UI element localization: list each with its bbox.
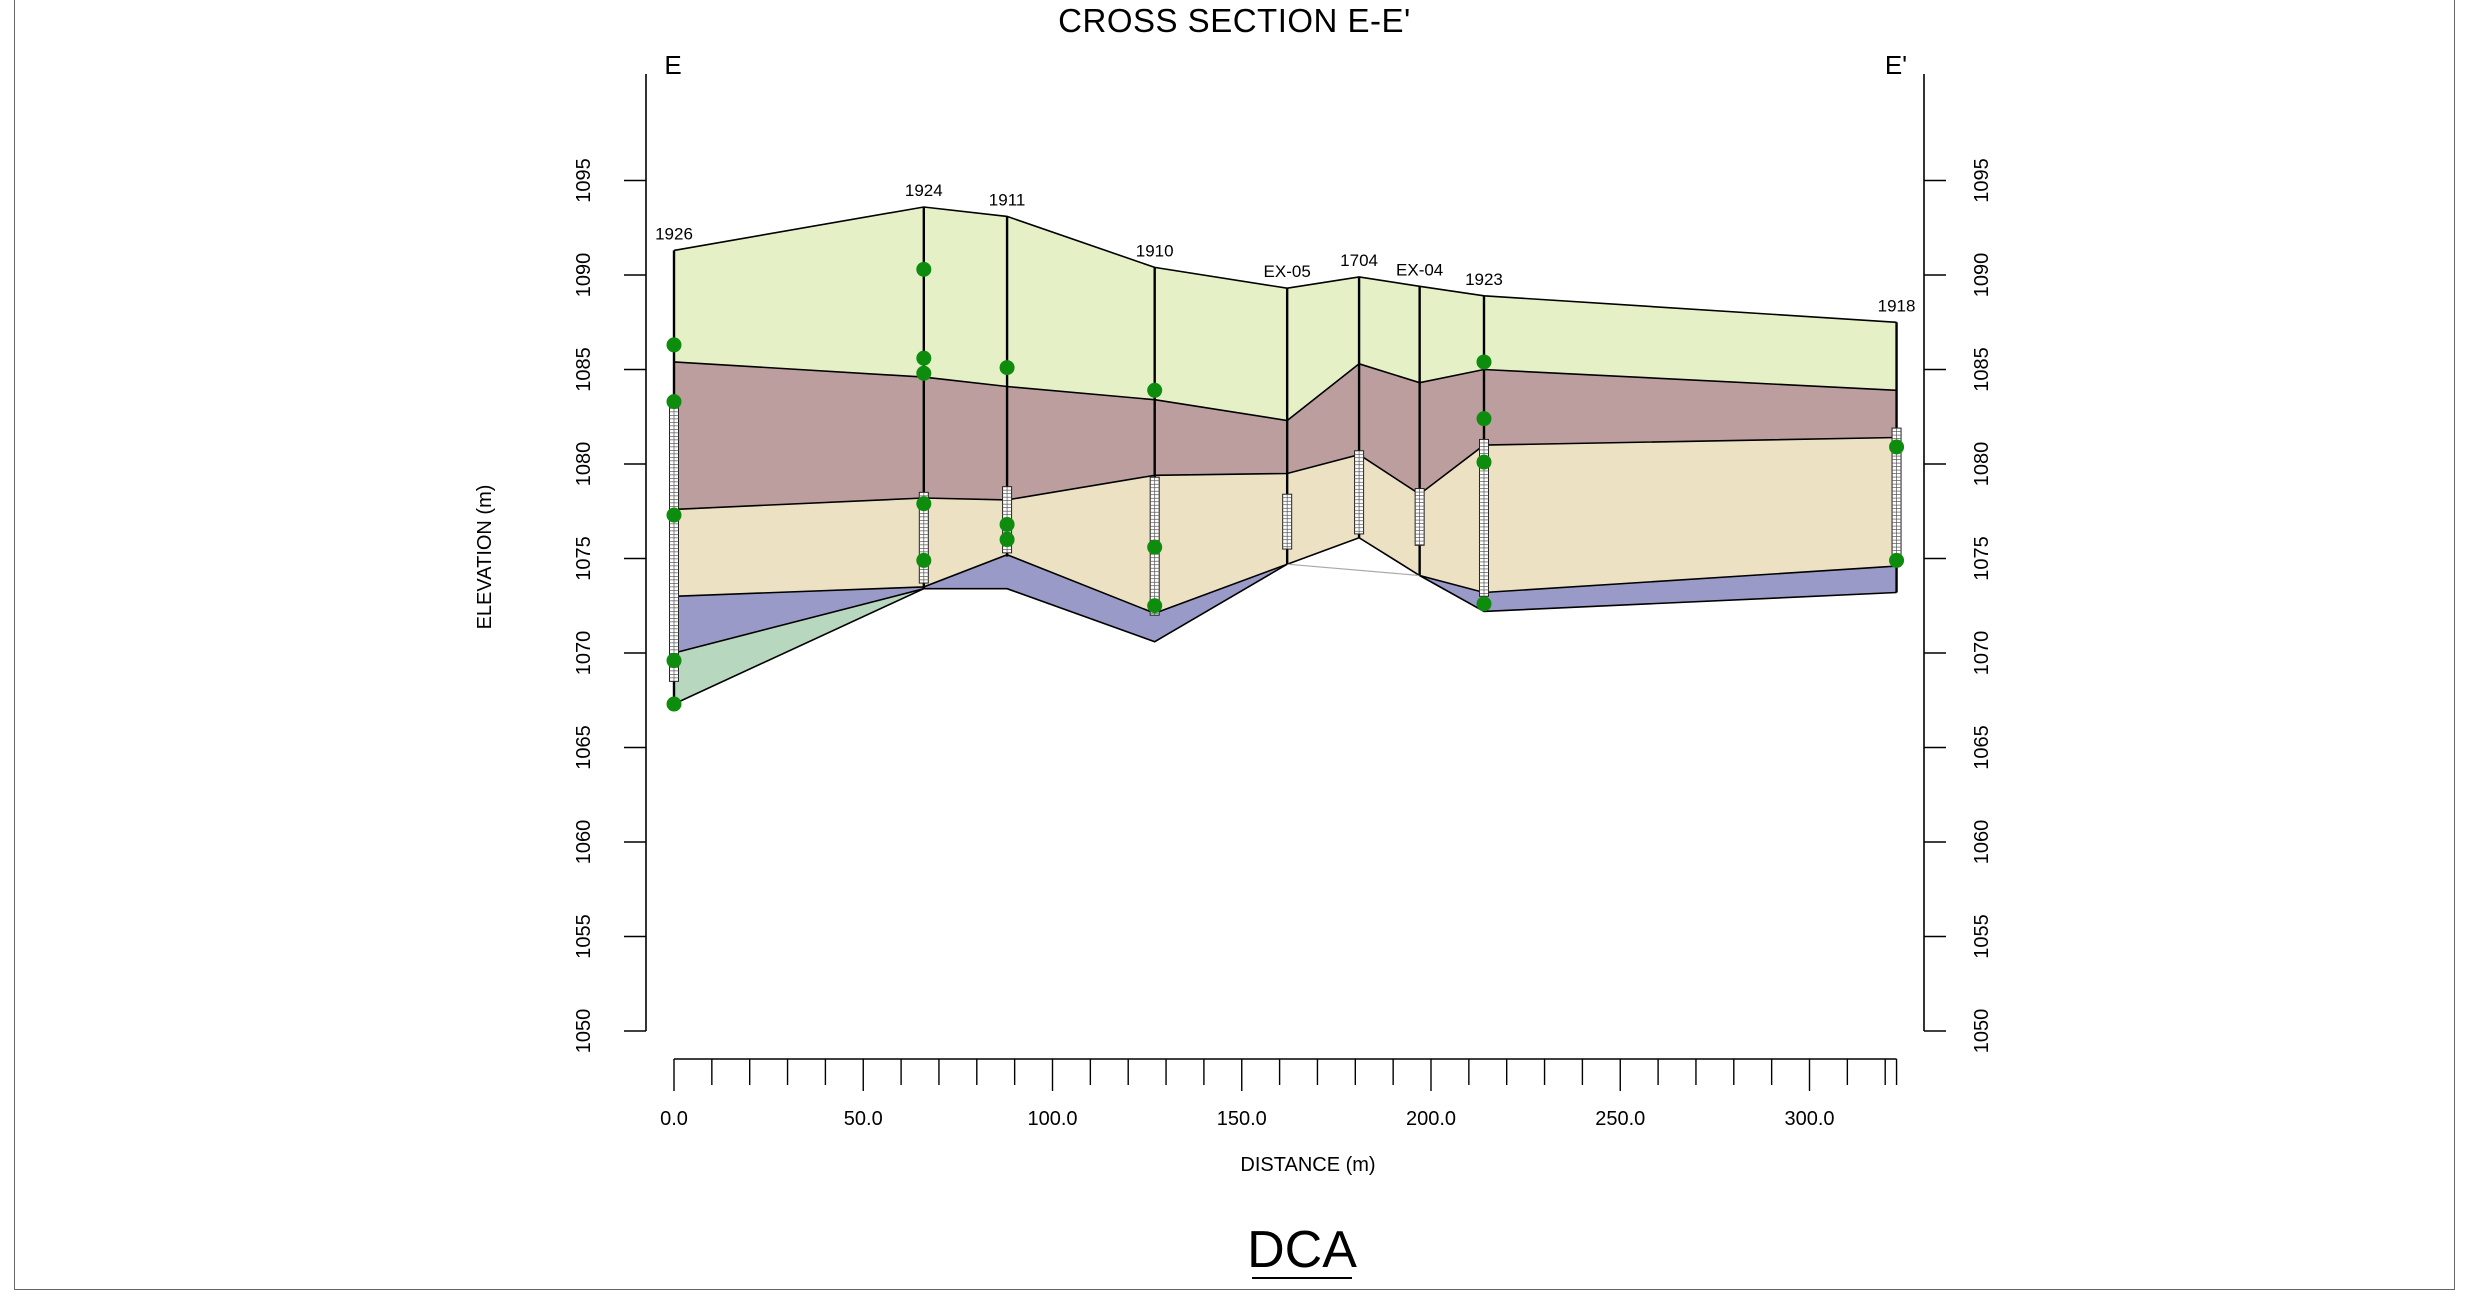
- x-axis-tick-label: 50.0: [844, 1108, 883, 1130]
- x-axis-tick-label: 250.0: [1595, 1108, 1645, 1130]
- borehole-label: 1924: [905, 181, 943, 200]
- x-axis-label: DISTANCE (m): [1240, 1154, 1375, 1176]
- sample-point: [666, 653, 682, 669]
- borehole-label: EX-05: [1264, 262, 1311, 281]
- left-axis-tick-label: 1070: [573, 631, 595, 676]
- sample-point: [666, 337, 682, 353]
- right-axis-tick-label: 1075: [1971, 536, 1993, 581]
- sample-point: [1476, 411, 1492, 427]
- x-axis-tick-label: 0.0: [660, 1108, 688, 1130]
- borehole-label: 1923: [1465, 270, 1503, 289]
- gray-connector-line: [1287, 563, 1420, 577]
- sample-point: [1476, 596, 1492, 612]
- sample-point: [1889, 439, 1905, 455]
- section-title: CROSS SECTION E-E': [1058, 2, 1411, 39]
- x-axis-tick-label: 150.0: [1217, 1108, 1267, 1130]
- left-axis-tick-label: 1065: [573, 725, 595, 770]
- sample-point: [666, 696, 682, 712]
- left-axis-tick-label: 1075: [573, 536, 595, 581]
- right-axis-tick-label: 1055: [1971, 914, 1993, 959]
- y-axis-label: ELEVATION (m): [474, 485, 496, 630]
- x-axis-tick-label: 100.0: [1027, 1108, 1077, 1130]
- right-axis-tick-label: 1065: [1971, 725, 1993, 770]
- left-axis-tick-label: 1060: [573, 820, 595, 865]
- sample-point: [916, 496, 932, 512]
- sample-point: [999, 532, 1015, 548]
- borehole-label: 1911: [989, 190, 1026, 209]
- x-axis-tick-label: 200.0: [1406, 1108, 1456, 1130]
- left-axis-tick-label: 1050: [573, 1009, 595, 1054]
- sample-point: [1476, 454, 1492, 470]
- right-axis-tick-label: 1090: [1971, 253, 1993, 298]
- sample-point: [1889, 552, 1905, 568]
- layer-4-west: [674, 554, 1288, 653]
- layer-1: [674, 207, 1897, 421]
- sample-point: [1147, 382, 1163, 398]
- right-axis-tick-label: 1060: [1971, 820, 1993, 865]
- sample-point: [916, 350, 932, 366]
- section-end-label: E': [1885, 50, 1907, 80]
- left-axis-tick-label: 1095: [573, 158, 595, 203]
- base-layer-5-line: [673, 587, 925, 705]
- right-axis-tick-label: 1050: [1971, 1009, 1993, 1054]
- right-axis-tick-label: 1070: [1971, 631, 1993, 676]
- sample-point: [666, 394, 682, 410]
- sample-point: [916, 365, 932, 381]
- borehole-label: EX-04: [1396, 260, 1443, 279]
- layer-2: [674, 361, 1897, 510]
- left-axis-tick-label: 1090: [573, 253, 595, 298]
- logo-underline: [1252, 1277, 1352, 1279]
- sample-point: [999, 360, 1015, 376]
- left-axis-tick-label: 1085: [573, 347, 595, 392]
- left-axis-tick-label: 1080: [573, 442, 595, 487]
- borehole-label: 1926: [655, 224, 693, 243]
- right-axis-tick-label: 1080: [1971, 442, 1993, 487]
- section-start-label: E: [664, 50, 681, 80]
- borehole-label: 1918: [1878, 296, 1916, 315]
- drawing-frame: [14, 0, 2455, 1290]
- right-axis-tick-label: 1085: [1971, 347, 1993, 392]
- base-layer-4-line: [673, 563, 1288, 654]
- sample-point: [1476, 354, 1492, 370]
- right-axis-tick-label: 1095: [1971, 158, 1993, 203]
- sample-point: [916, 261, 932, 277]
- sample-point: [666, 507, 682, 523]
- sample-point: [916, 552, 932, 568]
- base-layer-4-east-line: [1419, 574, 1897, 613]
- sample-point: [1147, 598, 1163, 614]
- stratigraphic-layers: [674, 207, 1897, 704]
- left-axis-tick-label: 1055: [573, 914, 595, 959]
- sample-point: [999, 516, 1015, 532]
- ground-surface-line: [673, 206, 1897, 324]
- borehole-label: 1704: [1340, 251, 1378, 270]
- axes: 1050 1055 1060 1065 1070 1075 1080 1085 1090 1095…: [573, 74, 1993, 1130]
- company-logo: DCA: [1247, 1221, 1357, 1279]
- sample-point: [1147, 539, 1163, 555]
- layer-4-east: [1419, 566, 1897, 612]
- x-axis-tick-label: 300.0: [1784, 1108, 1834, 1130]
- borehole-label: 1910: [1136, 241, 1174, 260]
